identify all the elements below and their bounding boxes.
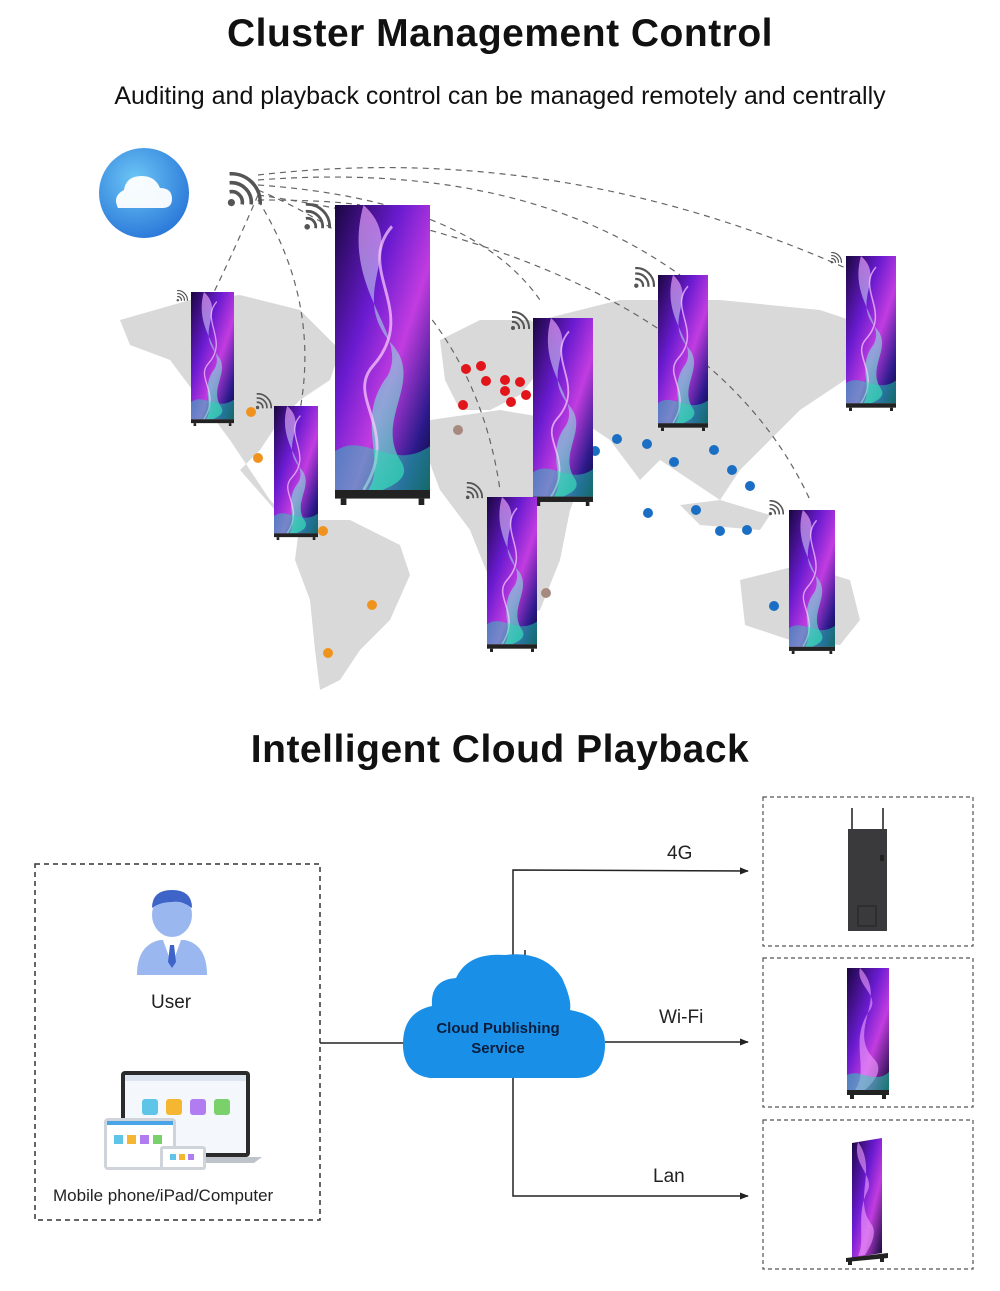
laptop-tablet-phone-icon xyxy=(104,1071,262,1170)
page-title: Cluster Management Control xyxy=(226,12,774,55)
devices-label: Mobile phone/iPad/Computer xyxy=(53,1186,274,1205)
section-title: Intelligent Cloud Playback xyxy=(250,728,750,771)
europe xyxy=(440,320,560,410)
cloud-service-icon xyxy=(402,954,606,1078)
cloud-service-label-line2: Service xyxy=(471,1040,525,1057)
connection-label-4g: 4G xyxy=(667,843,693,864)
asia xyxy=(540,300,880,500)
connection-label-wifi: Wi-Fi xyxy=(659,1007,704,1028)
device-box-lan xyxy=(762,1119,974,1270)
device-box-4g xyxy=(762,796,974,947)
link-curve xyxy=(257,199,306,411)
user-avatar-icon xyxy=(137,890,207,975)
link-curve xyxy=(257,189,501,491)
link-curve xyxy=(257,176,681,276)
page-subtitle: Auditing and playback control can be man… xyxy=(114,82,886,110)
link-curve xyxy=(257,184,541,301)
link-curve xyxy=(209,194,259,301)
indonesia xyxy=(680,500,770,530)
link-curve xyxy=(257,199,361,206)
arrow-lan xyxy=(512,1075,749,1200)
user-box xyxy=(34,863,321,1221)
link-curve xyxy=(257,194,811,501)
device-box-wifi xyxy=(762,957,974,1108)
playback-flow-diagram xyxy=(34,796,974,1270)
poster-angled-view xyxy=(846,1138,888,1265)
connection-label-lan: Lan xyxy=(653,1166,685,1187)
africa-dots xyxy=(453,425,551,598)
poster-back-view xyxy=(848,808,887,931)
europe-dots xyxy=(458,361,531,410)
cloud-service-label-line1: Cloud Publishing xyxy=(436,1020,560,1037)
poster-front-view xyxy=(847,968,889,1099)
arrow-4g xyxy=(512,867,749,965)
user-label: User xyxy=(151,992,192,1013)
link-curve xyxy=(257,167,851,271)
cloud-icon xyxy=(99,148,189,238)
connection-arrows xyxy=(512,867,749,1200)
connection-curves xyxy=(209,167,851,501)
wifi-source-icon xyxy=(226,171,262,209)
world-map-diagram xyxy=(99,148,896,690)
location-dots xyxy=(246,361,779,658)
south-america xyxy=(295,520,410,690)
americas-dots xyxy=(246,407,377,658)
